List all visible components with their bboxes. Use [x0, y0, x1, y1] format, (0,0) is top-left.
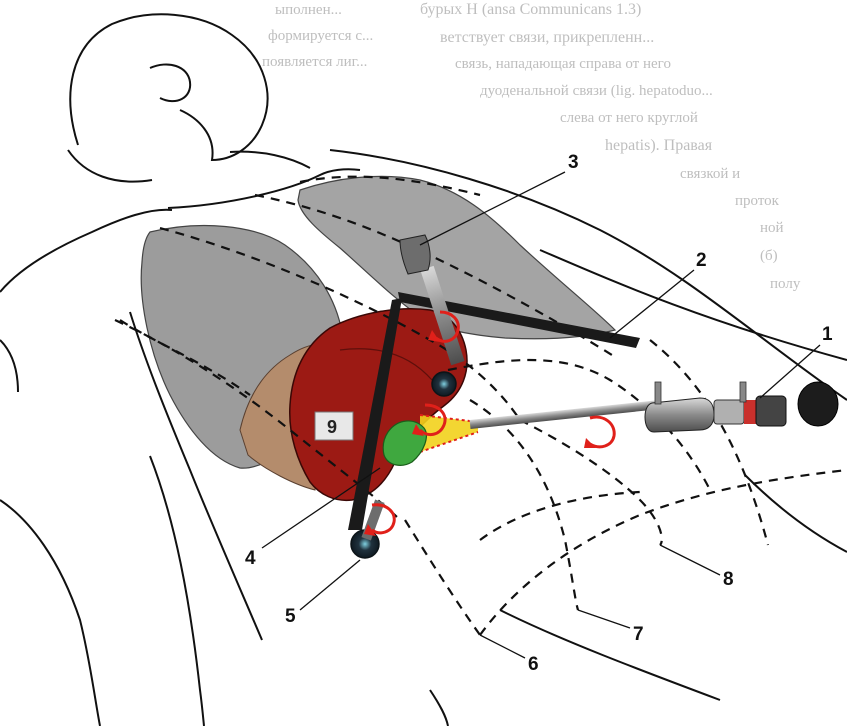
svg-text:(б): (б): [760, 248, 778, 264]
label-2: 2: [696, 250, 707, 271]
scope-shaft: [470, 400, 660, 429]
svg-text:ыполнен...: ыполнен...: [275, 2, 342, 18]
leader-6: [480, 635, 525, 658]
leader-8: [660, 545, 720, 575]
dash-line-e: [405, 520, 480, 635]
scope-light-post: [655, 382, 661, 404]
trocar-port-icon: [432, 372, 456, 396]
right-lung: [298, 176, 615, 338]
svg-text:связь, нападающая справа от не: связь, нападающая справа от него: [455, 56, 671, 72]
label-5: 5: [285, 606, 296, 627]
label-3: 3: [568, 152, 579, 173]
dash-line-h: [650, 340, 768, 545]
dash-line-k: [480, 492, 640, 540]
label-9: 9: [315, 412, 353, 440]
svg-text:бурых Н (ansa Communicans 1.3): бурых Н (ansa Communicans 1.3): [420, 1, 641, 18]
leader-7: [578, 610, 630, 628]
dash-line-g: [470, 400, 578, 610]
rotation-arrow-icon: [584, 417, 614, 448]
label-9-text: 9: [327, 417, 337, 437]
neck-line: [230, 152, 310, 168]
scope-body: [756, 396, 786, 426]
trocar-port-upper: [432, 372, 456, 396]
label-7: 7: [633, 624, 644, 645]
arm-inner: [150, 456, 204, 726]
label-1: 1: [822, 324, 833, 345]
svg-text:hepatis). Правая: hepatis). Правая: [605, 137, 713, 154]
lower-edge-1: [745, 475, 847, 552]
arm-outline: [0, 500, 100, 726]
face-line: [68, 150, 152, 182]
svg-text:связкой и: связкой и: [680, 166, 740, 182]
scope-coupler: [714, 400, 744, 424]
svg-text:появляется лиг...: появляется лиг...: [262, 54, 367, 70]
label-8: 8: [723, 569, 734, 590]
dash-line-i: [520, 420, 662, 545]
svg-text:формируется с...: формируется с...: [268, 28, 373, 44]
svg-text:проток: проток: [735, 193, 780, 209]
scope-band: [744, 400, 756, 424]
svg-text:ветствует связи, прикрепленн..: ветствует связи, прикрепленн...: [440, 29, 654, 46]
label-4: 4: [245, 548, 256, 569]
leader-5: [300, 560, 360, 610]
label-6: 6: [528, 654, 539, 675]
svg-text:дуоденальной связи (lig. hepat: дуоденальной связи (lig. hepatoduo...: [480, 83, 713, 99]
leader-2: [610, 270, 694, 338]
ear-outline: [150, 64, 190, 101]
scope-light-post-2: [740, 382, 746, 402]
laparoscope: [470, 382, 838, 432]
dash-line-j: [480, 470, 847, 635]
hand-left: [0, 340, 18, 392]
head-outline: [70, 14, 267, 160]
scope-eyepiece: [798, 382, 838, 426]
pelvis-line: [430, 690, 448, 726]
svg-text:полу: полу: [770, 276, 801, 292]
svg-text:слева от него круглой: слева от него круглой: [560, 110, 698, 126]
svg-text:ной: ной: [760, 220, 784, 236]
